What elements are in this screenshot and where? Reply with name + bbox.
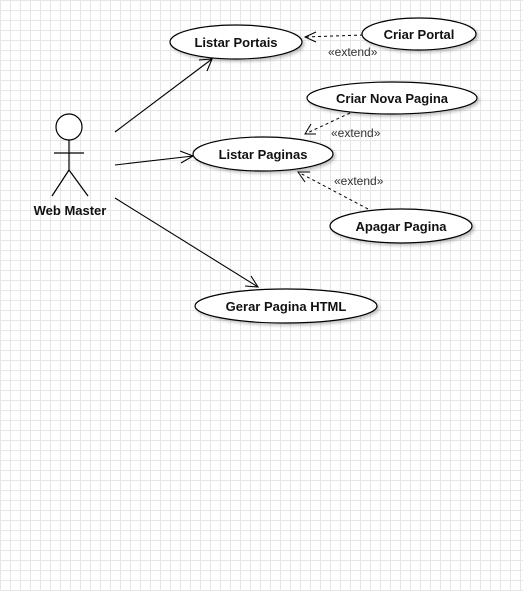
use-case-criar-portal[interactable]: Criar Portal [361, 17, 477, 51]
actor-head [55, 113, 83, 141]
extend-label: «extend» [334, 174, 384, 188]
use-case-apagar-pagina[interactable]: Apagar Pagina [329, 208, 473, 244]
use-case-criar-nova-pagina[interactable]: Criar Nova Pagina [306, 81, 478, 115]
actor-right-leg [68, 169, 89, 197]
arrowhead-icon [304, 123, 316, 135]
use-case-label: Gerar Pagina HTML [226, 299, 347, 314]
arrowhead-icon [303, 31, 317, 43]
extend-criar-nova-pagina[interactable]: «extend» [304, 112, 381, 140]
use-case-label: Listar Paginas [219, 147, 308, 162]
use-case-gerar-pagina-html[interactable]: Gerar Pagina HTML [194, 288, 378, 324]
use-case-label: Criar Portal [384, 27, 455, 42]
extend-label: «extend» [328, 45, 378, 59]
arrowhead-icon [297, 171, 310, 183]
association-gerar-pagina-html[interactable] [114, 197, 260, 288]
association-listar-portais[interactable] [114, 58, 213, 133]
use-case-listar-portais[interactable]: Listar Portais [169, 24, 303, 60]
arrowhead-icon [244, 275, 260, 288]
association-listar-paginas[interactable] [114, 150, 195, 166]
use-case-label: Criar Nova Pagina [336, 91, 449, 106]
use-case-label: Apagar Pagina [355, 219, 447, 234]
actor-name: Web Master [34, 203, 107, 218]
actor-left-leg [51, 169, 70, 197]
extend-criar-portal[interactable]: «extend» [303, 31, 378, 59]
use-case-listar-paginas[interactable]: Listar Paginas [192, 136, 334, 172]
arrowhead-icon [198, 58, 213, 72]
extend-apagar-pagina[interactable]: «extend» [297, 171, 384, 210]
actor-web-master[interactable]: Web Master [34, 113, 107, 218]
use-case-label: Listar Portais [194, 35, 277, 50]
extend-label: «extend» [331, 126, 381, 140]
